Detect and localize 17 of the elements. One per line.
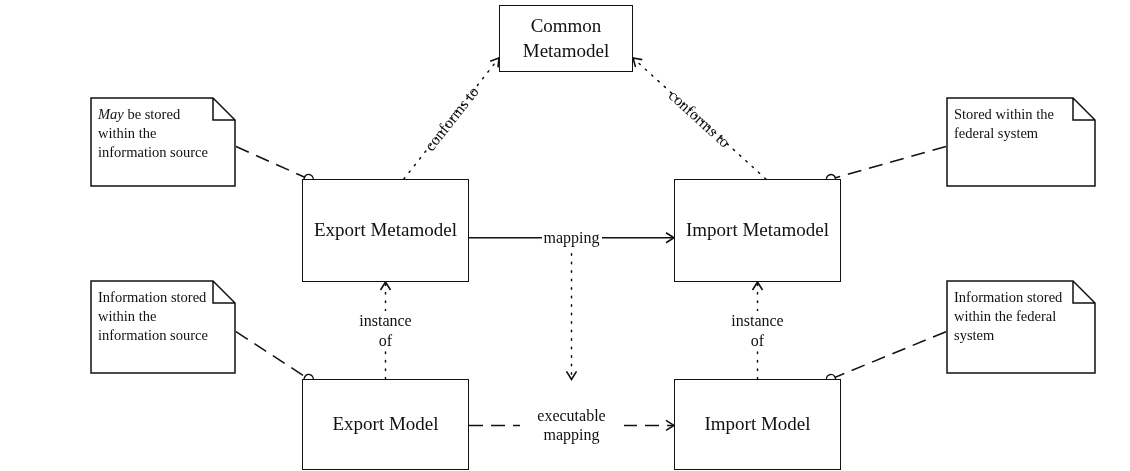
edge-label: executable mapping	[519, 406, 624, 445]
model-box	[302, 179, 469, 282]
note-text: Information stored within the information source	[98, 288, 209, 345]
dotted-arrow	[632, 57, 767, 180]
box-label: Import Model	[704, 412, 811, 437]
dotted-arrow	[403, 57, 500, 180]
model-box	[499, 5, 633, 72]
box-label: Export Metamodel	[314, 218, 457, 243]
box-label: Common Metamodel	[521, 13, 611, 63]
box-label: Export Model	[332, 412, 439, 437]
model-box	[674, 179, 841, 282]
model-box	[674, 379, 841, 470]
note-text: Information stored within the federal system	[954, 288, 1064, 345]
model-box	[302, 379, 469, 470]
box-label: Import Metamodel	[686, 218, 829, 243]
note-text: Stored within the federal system	[954, 105, 1055, 143]
note-text: May be stored within the information source	[98, 105, 209, 162]
